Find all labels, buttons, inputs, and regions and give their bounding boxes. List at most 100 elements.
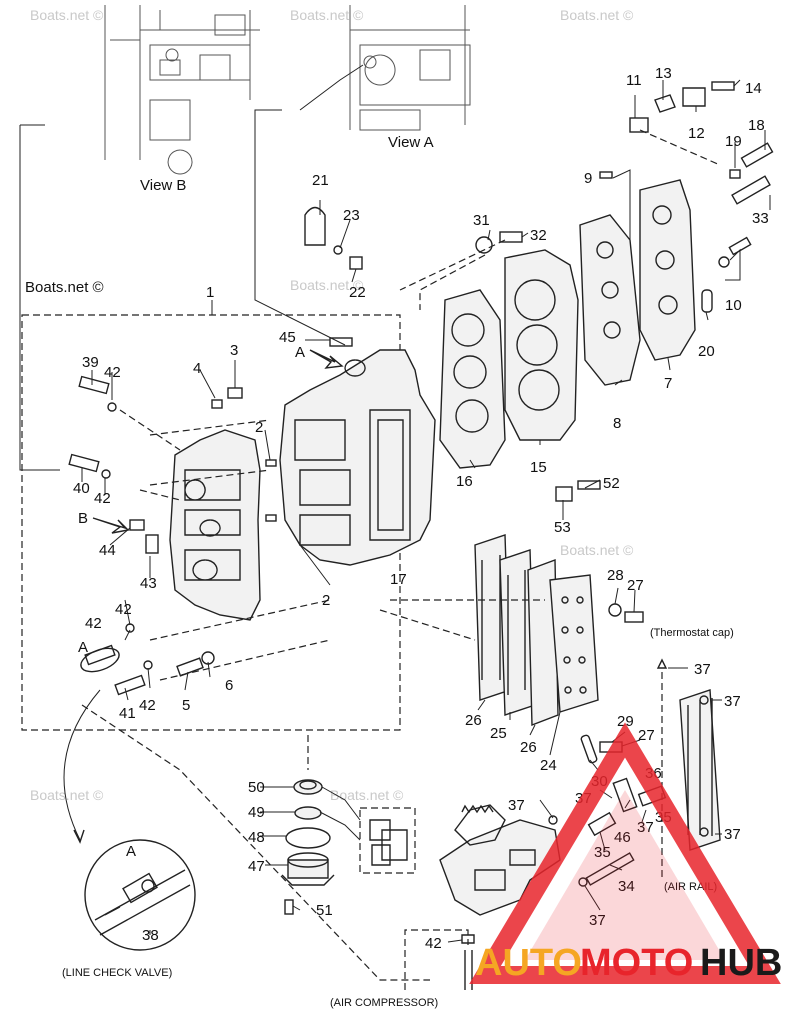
callout-2-top: 2 [255, 419, 263, 436]
callout-38: 38 [142, 927, 159, 944]
leader-42-bottom [447, 939, 463, 943]
lower-right-leaders [379, 587, 647, 911]
thermostat-stack [281, 735, 335, 915]
callout-42-left: 42 [85, 615, 102, 632]
watermark-main: Boats.net © [25, 279, 104, 296]
callout-42-low: 42 [139, 697, 156, 714]
callout-37-center: 37 [637, 819, 654, 836]
callout-37-left: 37 [508, 797, 525, 814]
leader-view-a-2 [299, 64, 364, 111]
callout-42-right: 42 [115, 601, 132, 618]
arrow-label-a-lower: A [78, 639, 88, 656]
callout-27-top: 27 [627, 577, 644, 594]
callout-17: 17 [390, 571, 407, 588]
callout-34: 34 [618, 878, 635, 895]
callout-1: 1 [206, 284, 214, 301]
caption-thermostat-cap: (Thermostat cap) [650, 627, 734, 639]
arrow-label-a-inset: A [126, 843, 136, 860]
watermark-top-left: Boats.net © [30, 7, 104, 23]
callout-15: 15 [530, 459, 547, 476]
view-a-illustration [349, 5, 471, 131]
callout-40: 40 [73, 480, 90, 497]
callout-47: 47 [248, 858, 265, 875]
air-compressor [439, 804, 561, 916]
view-b-illustration [19, 5, 260, 471]
callout-39: 39 [82, 354, 99, 371]
callout-14: 14 [745, 80, 762, 97]
watermark-right: Boats.net © [560, 542, 634, 558]
callout-12: 12 [688, 125, 705, 142]
gasket-26-rear [527, 559, 559, 727]
caption-air-compressor: (AIR COMPRESSOR) [330, 997, 438, 1009]
callout-20: 20 [698, 343, 715, 360]
callout-51: 51 [316, 902, 333, 919]
callout-53: 53 [554, 519, 571, 536]
callout-44: 44 [99, 542, 116, 559]
view-a-arrow [309, 349, 344, 369]
cylinder-block [279, 349, 436, 566]
watermark-mid: Boats.net © [290, 277, 364, 293]
thermostat-leaders [260, 786, 361, 911]
left-leaders [81, 360, 331, 701]
callout-18: 18 [748, 117, 765, 134]
callout-33: 33 [752, 210, 769, 227]
view-a-caption: View A [388, 134, 434, 151]
logo-triangle-icon [469, 722, 781, 984]
callout-41: 41 [119, 705, 136, 722]
callout-28: 28 [607, 567, 624, 584]
callout-2-bottom: 2 [322, 592, 330, 609]
crankcase-left-half [169, 429, 261, 621]
view-b-caption: View B [140, 177, 186, 194]
head-cover-7 [639, 179, 696, 361]
callout-5: 5 [182, 697, 190, 714]
compressor-hose-dashes [81, 704, 469, 990]
logo-word-moto: MOTO [580, 942, 693, 984]
callout-37-right: 37 [724, 693, 741, 710]
cover-24 [549, 574, 599, 713]
caption-line-check-valve: (LINE CHECK VALVE) [62, 967, 172, 979]
callout-48: 48 [248, 829, 265, 846]
gasket-16 [439, 289, 506, 469]
callout-29: 29 [617, 713, 634, 730]
callout-37-lower-right: 37 [724, 826, 741, 843]
callout-37-top-right: 37 [694, 661, 711, 678]
air-rail [656, 658, 721, 880]
callout-26-left: 26 [465, 712, 482, 729]
callout-22: 22 [349, 284, 366, 301]
callout-50: 50 [248, 779, 265, 796]
leader-view-a [254, 109, 346, 346]
air-rail-leaders [668, 667, 722, 835]
callout-13: 13 [655, 65, 672, 82]
callout-19: 19 [725, 133, 742, 150]
callout-21: 21 [312, 172, 329, 189]
callout-46: 46 [614, 829, 631, 846]
callout-6: 6 [225, 677, 233, 694]
cylinder-head-15 [504, 249, 579, 441]
callout-23: 23 [343, 207, 360, 224]
callout-27-bottom: 27 [638, 727, 655, 744]
callout-3: 3 [230, 342, 238, 359]
automotohub-logo: AUTO MOTO HUB [469, 722, 782, 984]
logo-word-auto: AUTO [475, 942, 582, 984]
crankcase-assembly-outline [21, 314, 401, 731]
callout-4: 4 [193, 360, 201, 377]
top-right-leaders [305, 79, 771, 520]
thermostat-inset [359, 807, 416, 874]
callout-26-right: 26 [520, 739, 537, 756]
callout-43: 43 [140, 575, 157, 592]
callout-32: 32 [530, 227, 547, 244]
callout-42-mid: 42 [94, 490, 111, 507]
callout-24: 24 [540, 757, 557, 774]
line-check-valve-inset [63, 647, 196, 951]
arrow-label-b: B [78, 510, 88, 527]
watermark-bottom-left: Boats.net © [30, 787, 104, 803]
gasket-8 [579, 214, 641, 386]
watermark-bottom-center: Boats.net © [330, 787, 404, 803]
callout-7: 7 [664, 375, 672, 392]
callout-42-top: 42 [104, 364, 121, 381]
callout-25: 25 [490, 725, 507, 742]
callout-labels: 1 2 2 3 4 5 6 7 8 9 10 11 12 13 14 15 16… [73, 65, 769, 952]
callout-45: 45 [279, 329, 296, 346]
